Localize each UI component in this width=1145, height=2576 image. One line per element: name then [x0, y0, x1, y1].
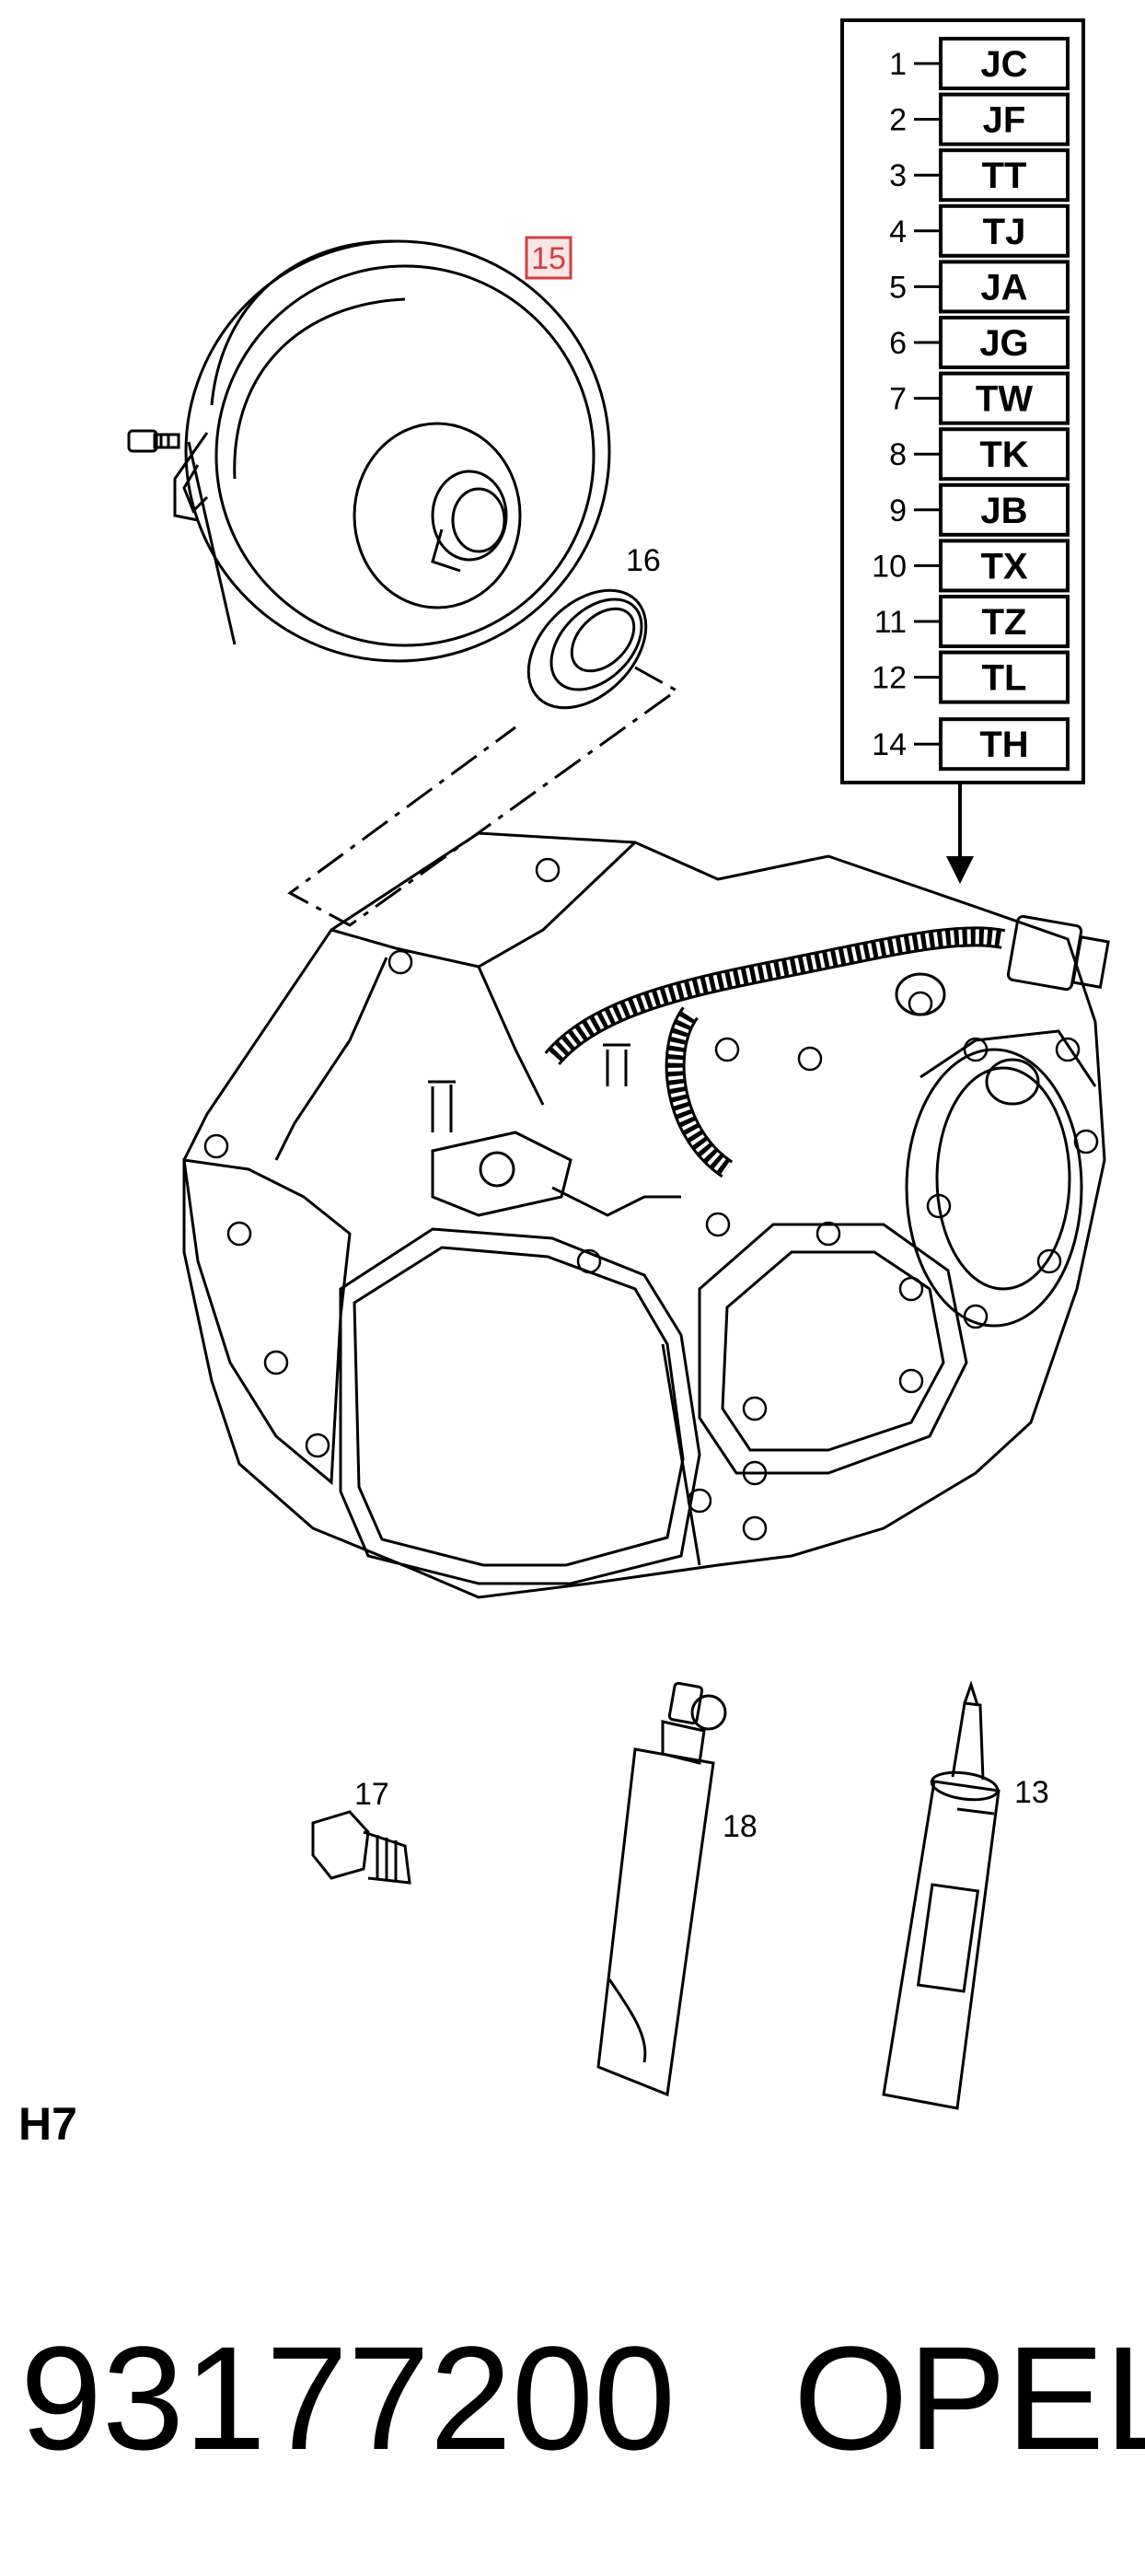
legend-code-cell	[939, 371, 1070, 425]
legend-code-cell	[939, 260, 1070, 314]
converter-bolt	[127, 429, 180, 453]
part-line: 93177200 OPEL	[20, 2315, 1145, 2480]
legend-row: 2 JF	[889, 92, 1070, 146]
legend-code-label: TL	[982, 658, 1027, 699]
legend-code-cell	[939, 92, 1070, 146]
legend-code-label: JG	[979, 323, 1028, 364]
legend-row-number: 8	[889, 437, 907, 472]
legend-code-label: JB	[980, 491, 1027, 531]
adhesive-cartridge	[882, 1680, 1000, 2110]
legend-code-cell	[939, 539, 1070, 593]
legend-row: 7 TW	[889, 371, 1070, 425]
legend-row: 12 TL	[872, 650, 1070, 704]
legend-code-label: TX	[980, 546, 1027, 586]
legend-row: 6 JG	[889, 316, 1070, 369]
legend-row-number: 9	[889, 493, 907, 528]
legend-row: 4 TJ	[889, 203, 1070, 258]
legend-code-cell	[939, 595, 1070, 648]
part-number: 93177200	[20, 2315, 676, 2480]
legend-row-number: 5	[889, 270, 907, 305]
legend-code-label: TT	[982, 156, 1027, 196]
callout-17: 17	[354, 1777, 389, 1812]
arrow-down-icon	[946, 856, 974, 884]
assembly-guide-line	[287, 666, 679, 927]
legend-row: 11 TZ	[874, 595, 1070, 648]
legend-row-number: 6	[889, 326, 907, 361]
legend-code-cell	[939, 316, 1070, 369]
legend-row: 3 TT	[889, 148, 1070, 203]
legend-row-number: 3	[889, 158, 907, 193]
legend-code-label: JF	[983, 100, 1026, 141]
drain-bolt	[311, 1810, 411, 1885]
legend-code-cell	[939, 203, 1070, 258]
legend-code-label: TW	[976, 379, 1033, 420]
legend-code-label: TJ	[983, 212, 1026, 252]
legend-row-number: 12	[872, 661, 907, 696]
legend-code-label: TZ	[982, 602, 1027, 643]
torque-converter	[173, 239, 611, 663]
legend-code-label: TH	[979, 725, 1028, 765]
legend-row: 10 TX	[872, 539, 1070, 593]
legend-code-cell	[939, 37, 1070, 90]
callout-13: 13	[1014, 1775, 1049, 1810]
callout-15-box	[525, 236, 572, 280]
legend-row: 5 JA	[889, 260, 1070, 314]
legend-code-cell	[939, 650, 1070, 704]
legend-row: 14 TH	[872, 717, 1070, 772]
legend-row-number: 1	[889, 47, 907, 82]
legend-code-cell	[939, 482, 1070, 537]
legend-row: 1 JC	[889, 37, 1070, 90]
callout-labels: 15 16 17 18 13	[354, 236, 1049, 1844]
callout-15: 15	[531, 241, 566, 276]
legend-row-number: 2	[889, 103, 907, 138]
legend-row: 9 JB	[889, 482, 1070, 537]
legend-row-number: 14	[872, 727, 907, 762]
legend-code-cell	[939, 717, 1070, 772]
legend-code-label: TK	[979, 435, 1028, 475]
legend-row-number: 11	[874, 605, 907, 640]
legend-row-number: 10	[872, 549, 907, 584]
legend-code-cell	[939, 148, 1070, 203]
callout-18: 18	[723, 1809, 758, 1844]
legend-code-cell	[939, 427, 1070, 482]
legend-row: 8 TK	[889, 427, 1070, 482]
gearbox-assembly	[182, 831, 1110, 1599]
seal-ring	[526, 588, 648, 710]
legend-row-number: 4	[889, 215, 907, 249]
legend-code-label: JA	[980, 267, 1027, 307]
diagram-code: H7	[18, 2098, 77, 2150]
brand-name: OPEL	[793, 2315, 1145, 2480]
legend-code-label: JC	[980, 44, 1027, 85]
sealant-tube	[596, 1681, 727, 2097]
callout-16: 16	[626, 543, 661, 578]
legend-row-number: 7	[889, 382, 907, 417]
